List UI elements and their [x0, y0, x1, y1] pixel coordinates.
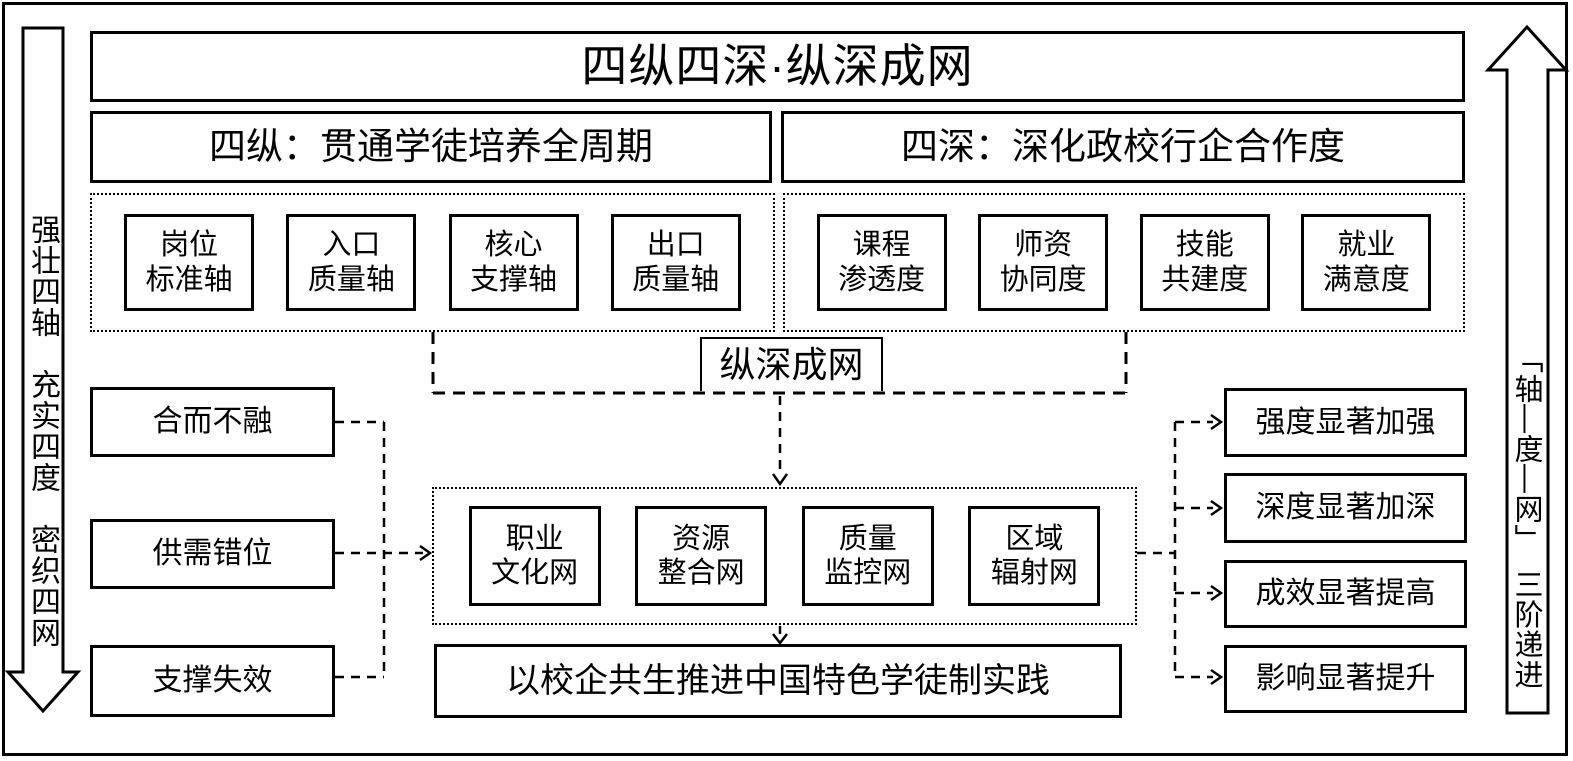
- four-verticals-header: 四纵：贯通学徒培养全周期: [90, 111, 772, 183]
- network-box-vocational-culture: 职业 文化网: [468, 506, 601, 606]
- four-depths-header: 四深：深化政校行企合作度: [781, 111, 1465, 183]
- problem-box-supply-demand-mismatch: 供需错位: [90, 519, 335, 589]
- axis-box-exit-quality: 出口 质量轴: [610, 214, 741, 311]
- practice-statement: 以校企共生推进中国特色学徒制实践: [434, 644, 1122, 718]
- problem-box-merged-not-fused: 合而不融: [90, 387, 335, 457]
- degree-box-skills: 技能 共建度: [1139, 214, 1270, 311]
- diagram-title: 四纵四深·纵深成网: [90, 31, 1465, 102]
- network-box-regional-radiation: 区域 辐射网: [968, 506, 1101, 606]
- network-box-quality-monitoring: 质量 监控网: [801, 506, 934, 606]
- outcome-box-effectiveness: 成效显著提高: [1224, 560, 1467, 628]
- network-node-label: 纵深成网: [700, 337, 883, 391]
- right-arrow-caption: 「轴—度—网」 三阶递进: [1510, 344, 1542, 690]
- outcome-box-influence: 影响显著提升: [1224, 645, 1467, 713]
- outcome-box-depth: 深度显著加深: [1224, 473, 1467, 543]
- network-box-resource-integration: 资源 整合网: [635, 506, 768, 606]
- outcome-box-strength: 强度显著加强: [1224, 388, 1467, 457]
- axis-box-core-support: 核心 支撑轴: [448, 214, 579, 311]
- four-networks-group: 职业 文化网 资源 整合网 质量 监控网 区域 辐射网: [432, 487, 1137, 625]
- axis-box-entry-quality: 入口 质量轴: [286, 214, 417, 311]
- left-arrow-caption: 强壮四轴 充实四度 密织四网: [26, 214, 59, 648]
- four-degrees-group: 课程 渗透度 师资 协同度 技能 共建度 就业 满意度: [783, 193, 1465, 332]
- problem-box-support-failure: 支撑失效: [90, 645, 335, 717]
- four-axes-group: 岗位 标准轴 入口 质量轴 核心 支撑轴 出口 质量轴: [90, 193, 775, 332]
- degree-box-employment: 就业 满意度: [1301, 214, 1432, 311]
- degree-box-faculty: 师资 协同度: [978, 214, 1109, 311]
- degree-box-curriculum: 课程 渗透度: [816, 214, 947, 311]
- axis-box-post-standard: 岗位 标准轴: [124, 214, 255, 311]
